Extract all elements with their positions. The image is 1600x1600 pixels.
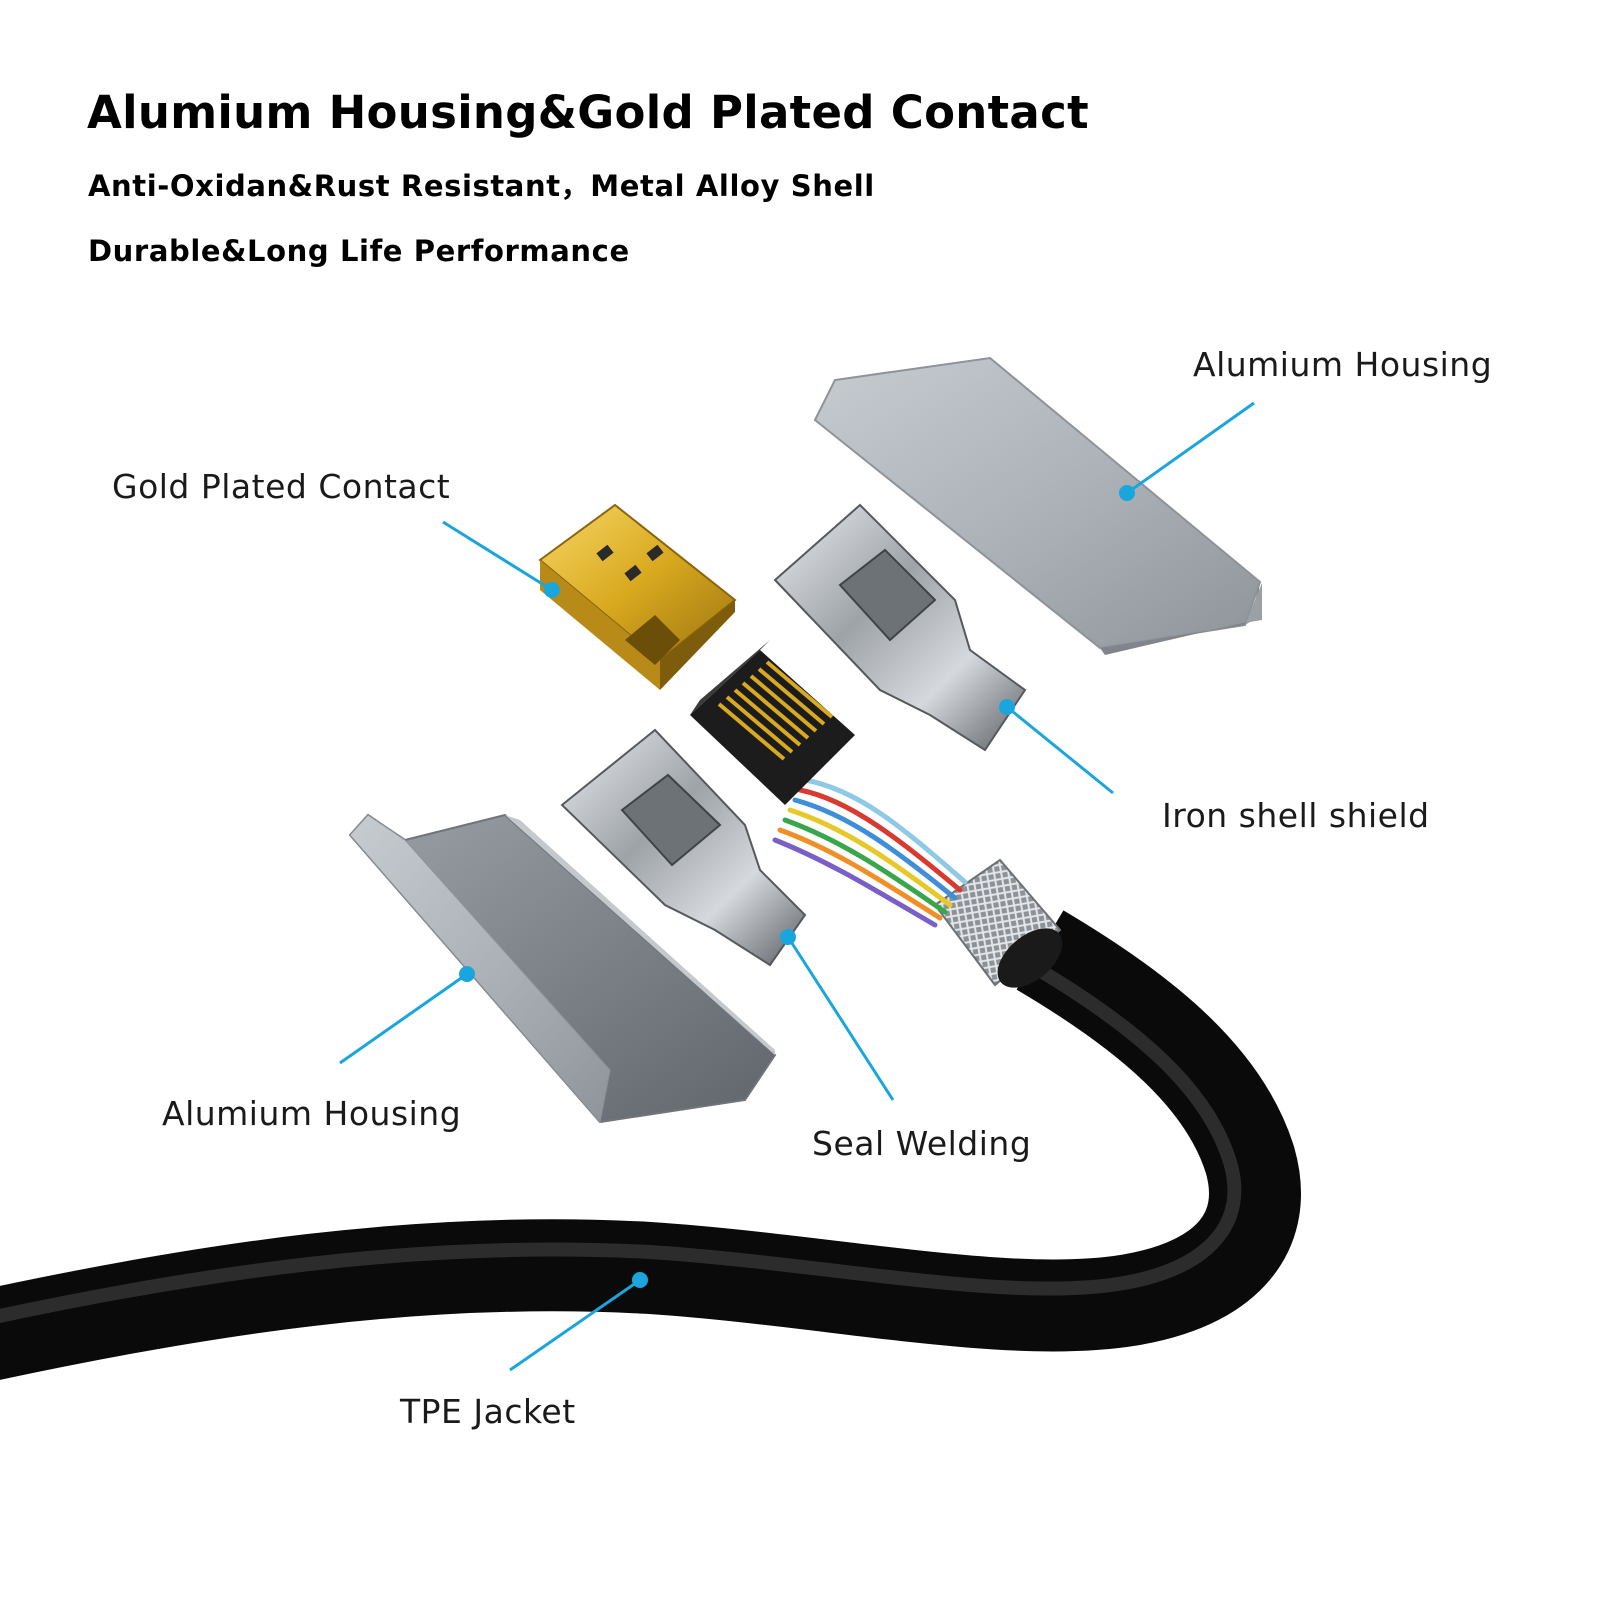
leader-seal-welding [780, 929, 895, 1101]
label-iron-shell-shield: Iron shell shield [1162, 796, 1430, 835]
label-alumium-housing-bottom: Alumium Housing [162, 1094, 462, 1133]
subtitle-features: Anti-Oxidan&Rust Resistant，Metal Alloy S… [88, 169, 875, 203]
page-title: Alumium Housing&Gold Plated Contact [87, 86, 1089, 139]
leader-lines [339, 401, 1255, 1372]
leader-housing-bottom [339, 966, 475, 1065]
tpe-cable [0, 910, 1301, 1380]
leader-gold-contact [442, 520, 560, 598]
internal-wires [772, 777, 968, 928]
iron-shell-lower [560, 728, 807, 967]
braided-shield [933, 858, 1063, 988]
iron-shell-upper [773, 503, 1027, 752]
label-seal-welding: Seal Welding [812, 1124, 1032, 1163]
subtitle-durability: Durable&Long Life Performance [88, 234, 630, 268]
leader-housing-top [1119, 401, 1255, 501]
leader-tpe-jacket [509, 1272, 648, 1372]
leader-iron-shield [999, 699, 1114, 795]
pin-connector [690, 640, 855, 805]
label-gold-plated-contact: Gold Plated Contact [112, 467, 451, 506]
gold-plated-contact [538, 503, 737, 690]
label-tpe-jacket: TPE Jacket [400, 1392, 576, 1431]
label-alumium-housing-top: Alumium Housing [1193, 345, 1493, 384]
aluminium-housing-upper [813, 356, 1262, 655]
aluminium-housing-lower [348, 813, 777, 1124]
